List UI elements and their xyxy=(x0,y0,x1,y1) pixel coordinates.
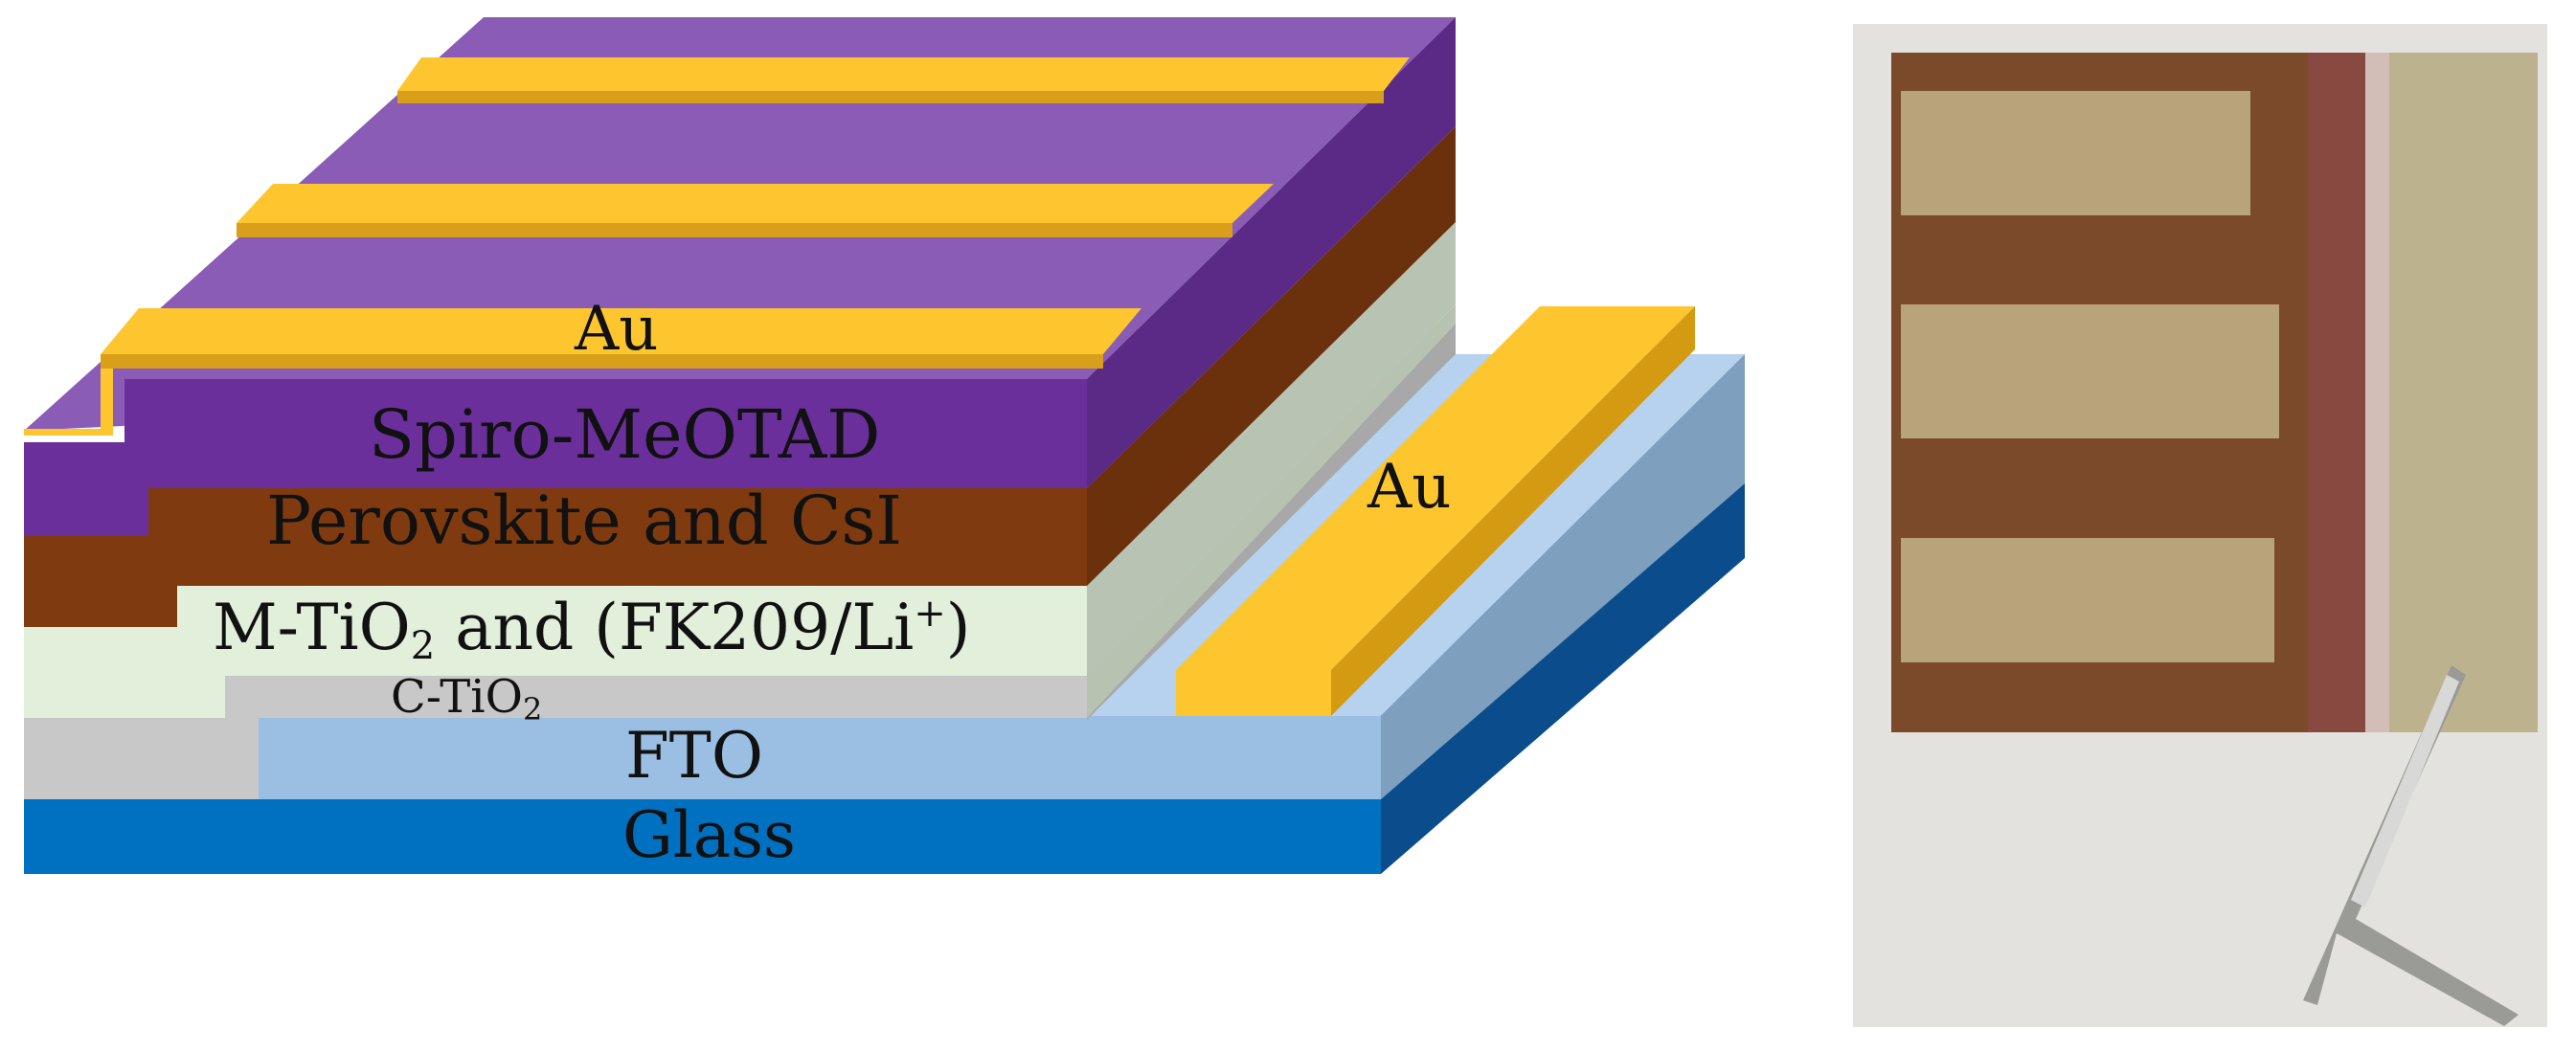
label-perovskite: Perovskite and CsI xyxy=(266,481,902,560)
perovskite-right-face xyxy=(1087,126,1456,586)
au-side-right-face xyxy=(1331,306,1695,716)
label-au-side: Au xyxy=(1367,452,1451,523)
ctio2-front-face xyxy=(24,718,259,799)
photo-electrode-2 xyxy=(1901,304,2279,438)
spiro-right-face xyxy=(1087,17,1456,488)
photo-electrode-1 xyxy=(1901,91,2250,215)
photo-tweezers-highlight xyxy=(2351,675,2459,907)
glass-front-face xyxy=(24,799,1381,874)
label-mtio2: M-TiO2 and (FK209/Li+) xyxy=(213,591,971,668)
label-mtio2-prefix: M-TiO xyxy=(213,591,411,664)
label-glass: Glass xyxy=(622,798,796,872)
photo-tweezers xyxy=(2303,665,2519,1026)
spiro-front-face xyxy=(124,379,1087,488)
photo-electrode-3 xyxy=(1901,538,2274,662)
label-au-top: Au xyxy=(574,294,658,365)
mtio2-right-face xyxy=(1087,304,1456,718)
label-fto: FTO xyxy=(625,719,763,793)
au-top-strip-3-edge xyxy=(101,354,1103,369)
label-mtio2-sup: + xyxy=(914,592,946,636)
label-mtio2-end: ) xyxy=(946,591,971,664)
fto-front-face xyxy=(259,716,1381,799)
au-top-strip-step xyxy=(24,369,113,436)
label-mtio2-sub: 2 xyxy=(411,624,435,668)
fto-right-face xyxy=(1381,354,1745,799)
ctio2-right-face xyxy=(1087,324,1456,720)
au-top-strip-2 xyxy=(237,184,1274,223)
label-ctio2: C-TiO2 xyxy=(391,670,542,727)
photo-contact-edge xyxy=(2365,53,2389,732)
perovskite-front-face xyxy=(24,488,1087,586)
spiro-front-face-left xyxy=(24,442,148,536)
ctio2-front-face-upper xyxy=(220,676,1087,718)
au-top-strip-3 xyxy=(101,308,1141,354)
au-side-top-face xyxy=(1176,306,1695,670)
label-mtio2-mid: and (FK209/Li xyxy=(435,591,914,664)
au-top-strip-1 xyxy=(397,57,1410,91)
au-top-strip-2-edge xyxy=(237,223,1232,237)
glass-right-face xyxy=(1381,483,1745,874)
device-photo xyxy=(1853,24,2547,1027)
label-spiro: Spiro-MeOTAD xyxy=(369,395,880,474)
au-side-front-face xyxy=(1176,670,1331,716)
label-ctio2-prefix: C-TiO xyxy=(391,670,523,724)
label-ctio2-sub: 2 xyxy=(523,691,542,727)
au-top-strip-1-edge xyxy=(397,91,1384,103)
mtio2-side-face xyxy=(1087,222,1456,676)
perovskite-front-face-left xyxy=(24,536,177,627)
mtio2-front-face-left xyxy=(24,627,225,718)
